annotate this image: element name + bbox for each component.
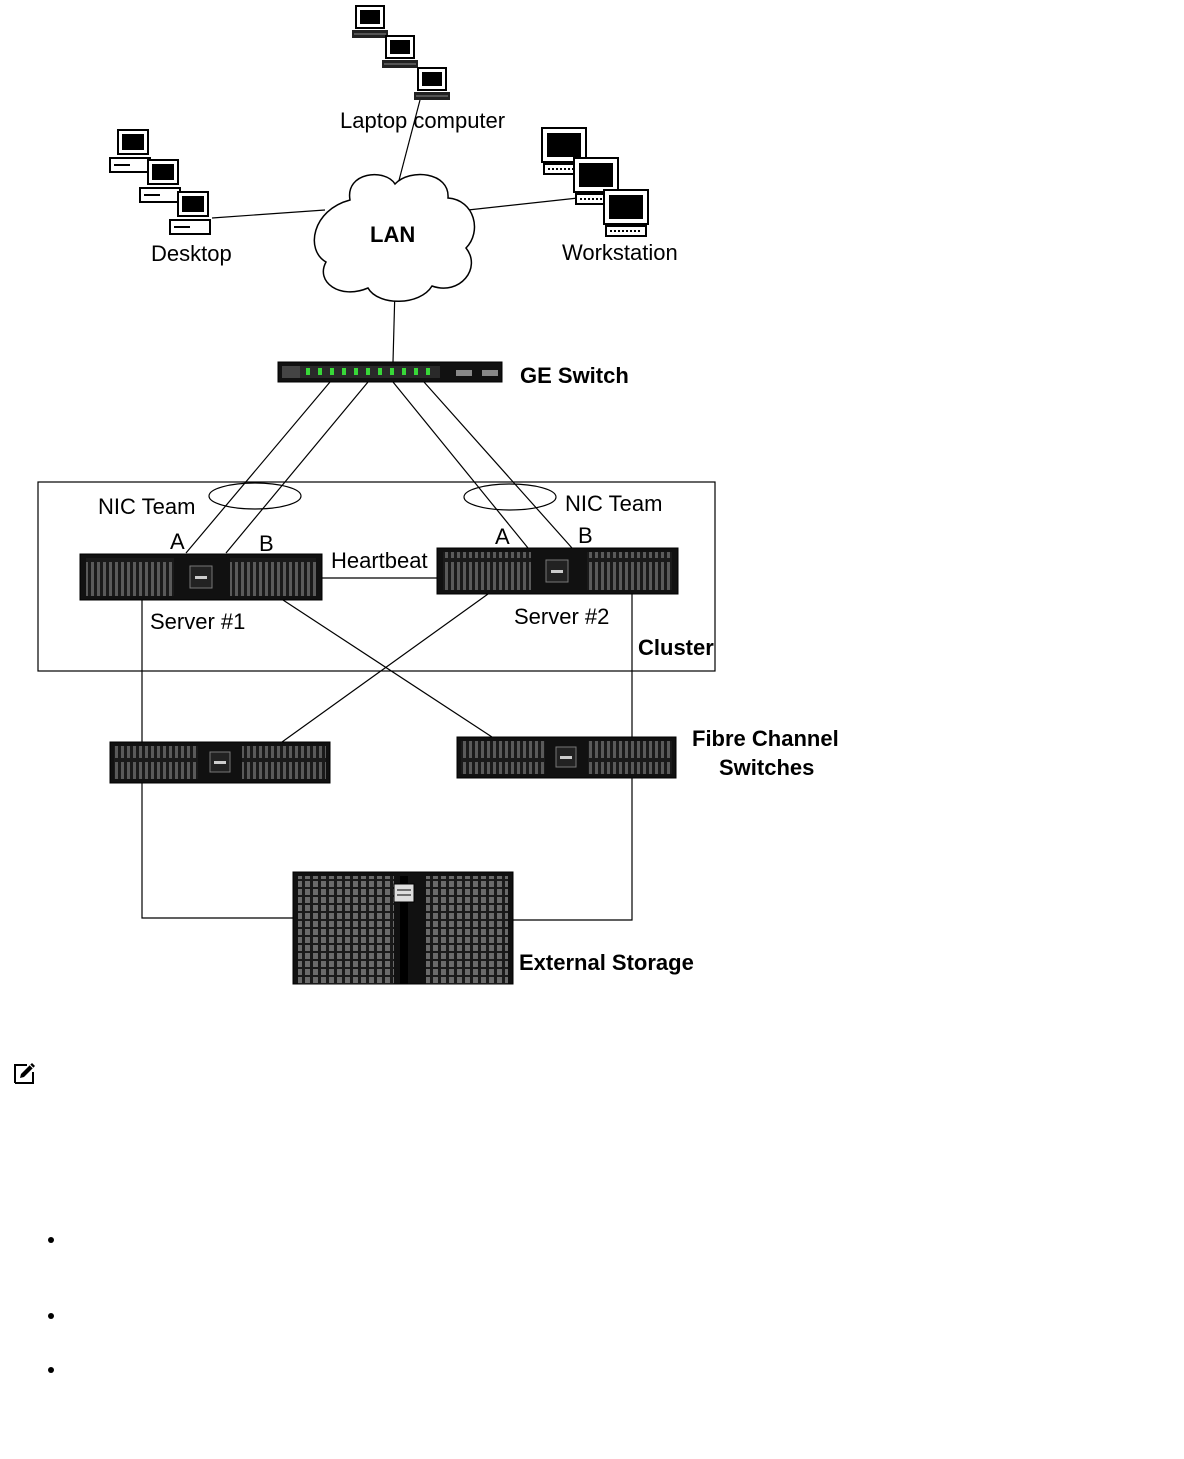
lan-label: LAN bbox=[370, 222, 415, 247]
nic-team-ellipse-left bbox=[208, 482, 302, 510]
server2-icon bbox=[436, 547, 679, 595]
fc-switches-label-line2: Switches bbox=[719, 755, 814, 780]
port-b-left-label: B bbox=[259, 531, 274, 556]
cluster-label: Cluster bbox=[638, 635, 714, 660]
connection-lines bbox=[141, 99, 633, 921]
fc-switches-label-line1: Fibre Channel bbox=[692, 726, 839, 751]
ge-switch-icon bbox=[277, 361, 503, 383]
nic-team-ellipse-right bbox=[463, 483, 557, 511]
list-item bbox=[48, 1313, 56, 1321]
list-item bbox=[48, 1367, 56, 1375]
cluster-network-diagram: LAN GE Switch bbox=[37, 5, 839, 985]
external-storage-label: External Storage bbox=[519, 950, 694, 975]
list-item bbox=[48, 1237, 56, 1245]
external-storage-icon bbox=[292, 871, 514, 985]
server1-label: Server #1 bbox=[150, 609, 245, 634]
nic-team-label-right: NIC Team bbox=[565, 491, 662, 516]
workstation-label: Workstation bbox=[562, 240, 678, 265]
server2-label: Server #2 bbox=[514, 604, 609, 629]
pencil-note-icon bbox=[13, 1061, 37, 1085]
port-a-left-label: A bbox=[170, 529, 185, 554]
workstation-icon bbox=[541, 127, 649, 237]
fc-switch1-icon bbox=[109, 741, 331, 784]
laptop-icon bbox=[351, 5, 451, 101]
cluster-box bbox=[37, 481, 716, 672]
ge-switch-label: GE Switch bbox=[520, 363, 629, 388]
desktop-label: Desktop bbox=[151, 241, 232, 266]
nic-team-label-left: NIC Team bbox=[98, 494, 195, 519]
desktop-icon bbox=[109, 129, 211, 235]
fc-switch2-icon bbox=[456, 736, 677, 779]
port-b-right-label: B bbox=[578, 523, 593, 548]
heartbeat-label: Heartbeat bbox=[331, 548, 428, 573]
lan-cloud-icon bbox=[313, 173, 476, 302]
laptop-label: Laptop computer bbox=[340, 108, 505, 133]
port-a-right-label: A bbox=[495, 524, 510, 549]
server1-icon bbox=[79, 553, 323, 601]
